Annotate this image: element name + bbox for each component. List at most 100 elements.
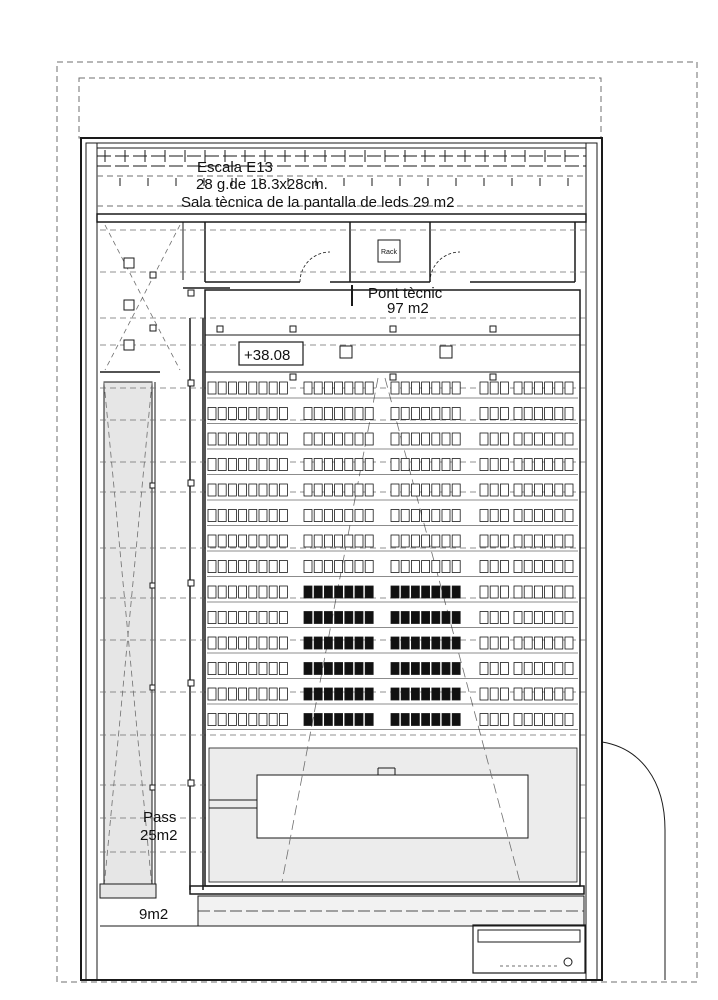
seat xyxy=(334,585,344,599)
seat xyxy=(344,611,354,624)
rack-label: Rack xyxy=(381,249,397,256)
seat xyxy=(268,509,278,522)
seat xyxy=(390,585,400,599)
seat xyxy=(431,509,441,522)
building-walls xyxy=(80,137,666,981)
seat xyxy=(489,713,499,726)
seat-row xyxy=(207,687,578,705)
seat xyxy=(489,483,499,497)
seat xyxy=(400,381,410,395)
bridge-area-label: 97 m2 xyxy=(387,300,429,317)
seat xyxy=(441,611,451,624)
seat xyxy=(489,407,499,420)
seat xyxy=(499,458,509,471)
seat xyxy=(431,560,441,573)
seat xyxy=(544,560,553,573)
seat xyxy=(400,509,410,522)
small-area-label: 9m2 xyxy=(139,906,168,923)
seat xyxy=(248,713,258,726)
seat xyxy=(278,483,288,497)
seat xyxy=(303,687,313,701)
seat xyxy=(303,560,313,573)
seat xyxy=(410,585,420,599)
seat xyxy=(364,611,374,624)
seat xyxy=(564,381,574,395)
seat xyxy=(217,534,227,548)
seat xyxy=(258,407,268,420)
seat xyxy=(323,585,333,599)
seat xyxy=(354,713,364,726)
seat xyxy=(421,611,431,624)
seat xyxy=(400,636,410,650)
seat xyxy=(554,662,564,675)
seat xyxy=(207,636,217,650)
seat xyxy=(278,585,288,599)
seat xyxy=(344,636,354,650)
seat xyxy=(544,662,553,675)
seat xyxy=(248,687,258,701)
seat xyxy=(421,662,431,675)
column xyxy=(439,345,453,359)
seat xyxy=(479,432,489,446)
seat xyxy=(513,713,523,726)
seat xyxy=(534,381,543,395)
seat xyxy=(258,432,268,446)
seat xyxy=(268,407,278,420)
seat xyxy=(479,713,489,726)
structural-columns xyxy=(123,257,497,791)
seat xyxy=(258,381,268,395)
seat xyxy=(400,407,410,420)
seat xyxy=(207,585,217,599)
seat xyxy=(479,534,489,548)
seat xyxy=(479,585,489,599)
seat xyxy=(364,662,374,675)
column xyxy=(187,379,195,387)
seat xyxy=(227,560,237,573)
seat xyxy=(278,381,288,395)
seat xyxy=(441,381,451,395)
seat xyxy=(564,407,574,420)
seat xyxy=(227,432,237,446)
seat xyxy=(421,483,431,497)
column xyxy=(339,345,353,359)
seat xyxy=(323,534,333,548)
seat xyxy=(248,560,258,573)
column xyxy=(389,325,397,333)
seat xyxy=(278,458,288,471)
roof-strip xyxy=(96,147,587,215)
seat xyxy=(207,458,217,471)
seat xyxy=(431,636,441,650)
seat xyxy=(479,687,489,701)
seat xyxy=(364,687,374,701)
seat xyxy=(258,483,268,497)
seat xyxy=(441,432,451,446)
seat xyxy=(303,611,313,624)
seat xyxy=(489,432,499,446)
seat xyxy=(238,611,248,624)
column xyxy=(149,684,156,691)
column xyxy=(123,339,135,351)
seat xyxy=(248,432,258,446)
column xyxy=(187,679,195,687)
seat xyxy=(451,636,461,650)
seat xyxy=(534,713,543,726)
seat xyxy=(278,534,288,548)
seat xyxy=(344,662,354,675)
seat xyxy=(523,611,533,624)
seat xyxy=(344,381,354,395)
seat xyxy=(334,381,344,395)
seat xyxy=(364,636,374,650)
column xyxy=(149,271,157,279)
seat xyxy=(421,407,431,420)
seat xyxy=(544,585,553,599)
seat xyxy=(499,432,509,446)
seat xyxy=(479,636,489,650)
seat xyxy=(513,687,523,701)
seat xyxy=(227,687,237,701)
seat xyxy=(207,407,217,420)
seat xyxy=(390,432,400,446)
seat xyxy=(278,636,288,650)
seat-row xyxy=(207,407,578,424)
seat xyxy=(354,432,364,446)
seat xyxy=(258,509,268,522)
